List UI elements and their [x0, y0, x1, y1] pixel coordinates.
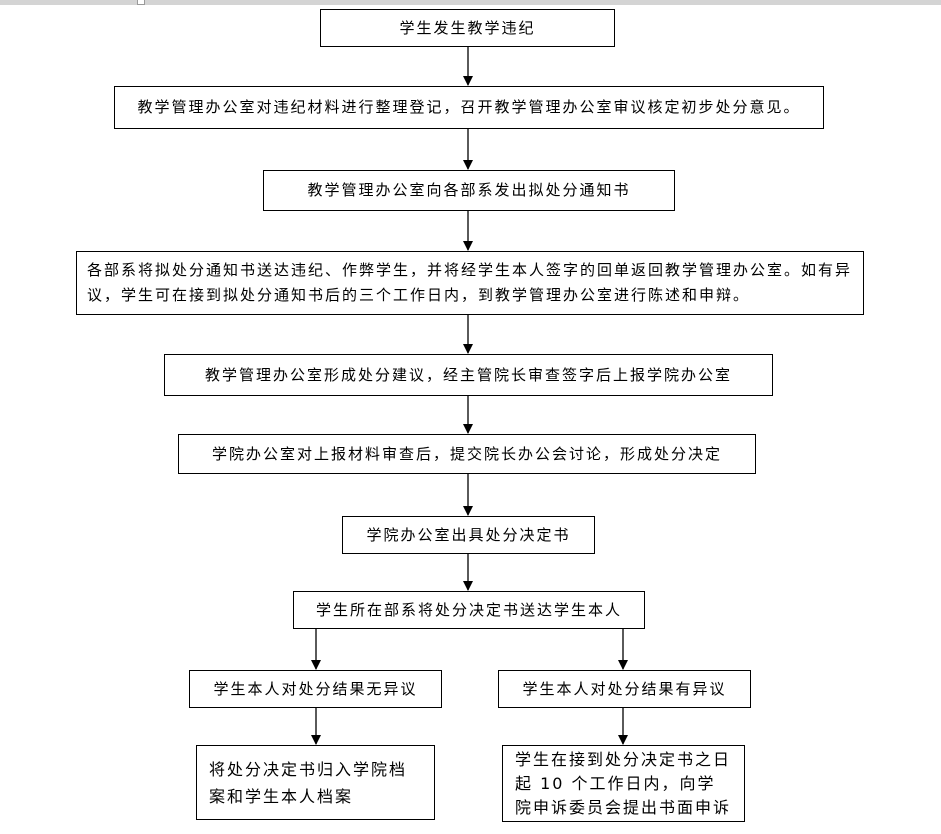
toolbar-marker: [137, 0, 145, 5]
end-submit-appeal: 学生在接到处分决定书之日起 10 个工作日内，向学院申诉委员会提出书面申诉: [502, 745, 745, 822]
step-deliver-notice-and-appeal: 各部系将拟处分通知书送达违纪、作弊学生，并将经学生本人签字的回单返回教学管理办公…: [76, 251, 864, 315]
branch-no-objection: 学生本人对处分结果无异议: [189, 670, 442, 708]
step-deliver-decision: 学生所在部系将处分决定书送达学生本人: [293, 591, 645, 629]
top-toolbar-strip: [0, 0, 941, 5]
end-file-archive: 将处分决定书归入学院档案和学生本人档案: [196, 745, 435, 820]
step-college-decision: 学院办公室对上报材料审查后，提交院长办公会讨论，形成处分决定: [178, 434, 756, 474]
step-register-and-review: 教学管理办公室对违纪材料进行整理登记，召开教学管理办公室审议核定初步处分意见。: [114, 86, 824, 129]
step-issue-decision: 学院办公室出具处分决定书: [342, 516, 595, 554]
step-violation-occurs: 学生发生教学违纪: [320, 9, 615, 47]
step-form-proposal: 教学管理办公室形成处分建议，经主管院长审查签字后上报学院办公室: [164, 354, 773, 396]
branch-objection: 学生本人对处分结果有异议: [498, 670, 751, 708]
step-send-notice: 教学管理办公室向各部系发出拟处分通知书: [263, 170, 675, 211]
